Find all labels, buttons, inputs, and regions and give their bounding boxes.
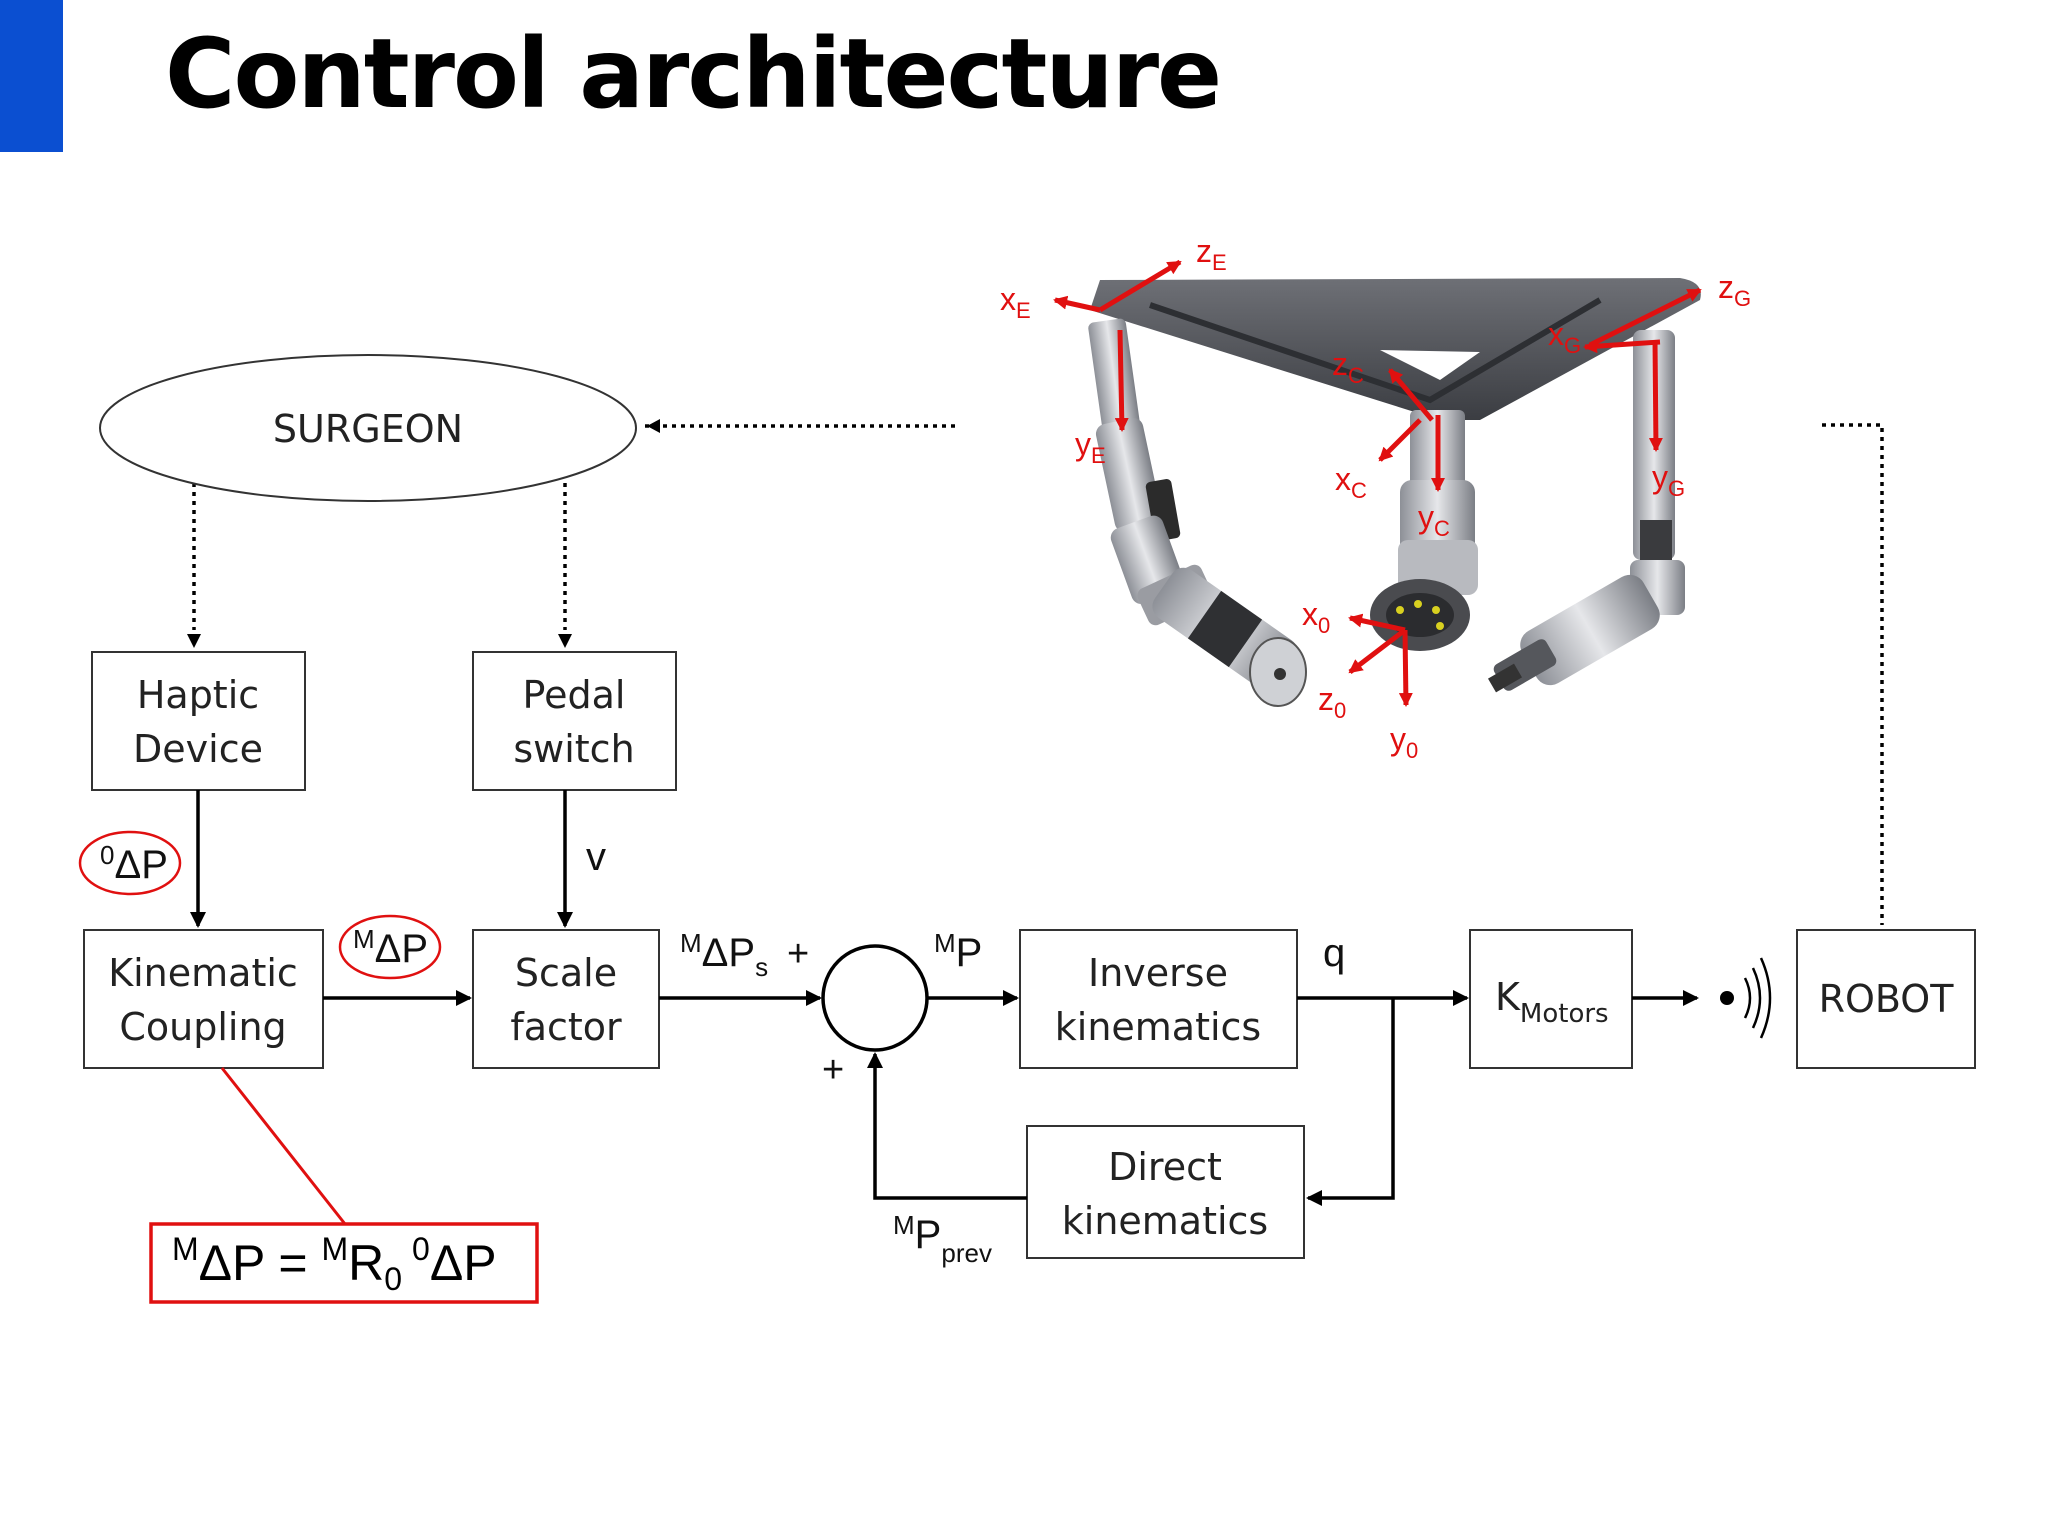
- signal-p-prev: MPprev: [893, 1210, 992, 1268]
- dotted-arrowhead-pedal: [558, 634, 572, 648]
- frame-0: [1348, 613, 1413, 707]
- axis-x0: [1348, 613, 1406, 633]
- title-accent-bar: [0, 0, 63, 152]
- wire-direct-to-sum: [867, 1052, 1027, 1200]
- robot-arms-illustration: zE xE yE zG xG yG zC xC yC x0 z0 y0: [1000, 233, 1751, 763]
- robot-top-plate: [1090, 278, 1701, 420]
- summing-junction: [821, 944, 929, 1052]
- signal-delta-p-s: MΔPs: [680, 928, 768, 982]
- robot-arm-left: [1088, 318, 1307, 707]
- label-zE: zE: [1196, 233, 1227, 275]
- label-yC: yC: [1418, 499, 1450, 541]
- equation-box: [149, 1222, 539, 1304]
- scale-label-line2: factor: [510, 1005, 622, 1049]
- robot-block: [1796, 929, 1976, 1069]
- kinematic-label-line1: Kinematic: [108, 951, 298, 995]
- inverse-label-line1: Inverse: [1088, 951, 1228, 995]
- pedal-label-line1: Pedal: [523, 673, 626, 717]
- axis-zE: [1098, 259, 1182, 313]
- haptic-label-line1: Haptic: [137, 673, 259, 717]
- kinematic-coupling-block: [83, 929, 324, 1069]
- sum-plus-top: +: [787, 933, 809, 975]
- signal-delta-p-m: MΔP: [353, 924, 428, 971]
- dotted-robot-link: [1822, 423, 1884, 925]
- equation-callout-line: [220, 1067, 347, 1225]
- dotted-arrowhead-haptic: [187, 634, 201, 648]
- axis-yE: [1114, 329, 1129, 432]
- pedal-label-line2: switch: [513, 727, 634, 771]
- signal-v: v: [586, 835, 606, 879]
- circle-delta-p-0: [78, 830, 182, 896]
- kinematic-label-line2: Coupling: [119, 1005, 286, 1049]
- wireless-signal-icon: [1720, 957, 1772, 1039]
- label-y0: y0: [1390, 721, 1418, 763]
- plate-opening: [1380, 350, 1480, 380]
- circle-delta-p-m: [338, 914, 442, 980]
- label-xC: xC: [1335, 461, 1367, 503]
- axis-z0: [1348, 628, 1407, 674]
- frame-G: [1583, 287, 1702, 452]
- inverse-kinematics-block: [1019, 929, 1298, 1069]
- label-x0: x0: [1302, 596, 1330, 638]
- frame-E: [1053, 259, 1182, 432]
- label-yG: yG: [1652, 459, 1685, 501]
- inverse-label-line2: kinematics: [1055, 1005, 1261, 1049]
- signal-q: q: [1323, 931, 1345, 975]
- wire-q-to-direct: [1306, 998, 1395, 1206]
- dotted-arrowhead-surgeon: [647, 419, 660, 433]
- pedal-switch-block: [472, 651, 677, 791]
- robot-arm-center: [1370, 410, 1478, 651]
- axis-xG: [1583, 339, 1661, 354]
- slide-title: Control architecture: [165, 18, 1222, 130]
- signal-delta-p-0: 0ΔP: [100, 840, 168, 887]
- axis-y0: [1398, 629, 1413, 707]
- scale-label-line1: Scale: [515, 951, 617, 995]
- scale-factor-block: [472, 929, 660, 1069]
- equation-text: MΔP = MR00ΔP: [172, 1231, 497, 1297]
- surgeon-node: [99, 354, 637, 502]
- surgeon-label: SURGEON: [273, 407, 463, 451]
- direct-label-line2: kinematics: [1062, 1199, 1268, 1243]
- motors-block: [1469, 929, 1633, 1069]
- label-z0: z0: [1318, 681, 1346, 723]
- axis-yG: [1648, 339, 1663, 452]
- plate-edge: [1149, 297, 1602, 404]
- haptic-label-line2: Device: [133, 727, 263, 771]
- axis-zC: [1388, 368, 1434, 422]
- label-yE: yE: [1075, 426, 1106, 468]
- label-xG: xG: [1548, 316, 1581, 358]
- axis-xC: [1378, 418, 1422, 462]
- sum-plus-bottom: +: [822, 1049, 844, 1091]
- label-zC: zC: [1332, 346, 1364, 388]
- label-zG: zG: [1718, 269, 1751, 311]
- axis-xE: [1053, 295, 1101, 313]
- direct-label-line1: Direct: [1108, 1145, 1222, 1189]
- axis-zG: [1588, 287, 1702, 348]
- direct-kinematics-block: [1026, 1125, 1305, 1259]
- label-xE: xE: [1000, 281, 1031, 323]
- frame-C: [1378, 368, 1445, 492]
- robot-label: ROBOT: [1819, 977, 1955, 1021]
- signal-p-m: MP: [934, 928, 982, 975]
- motors-label: KMotors: [1495, 975, 1609, 1029]
